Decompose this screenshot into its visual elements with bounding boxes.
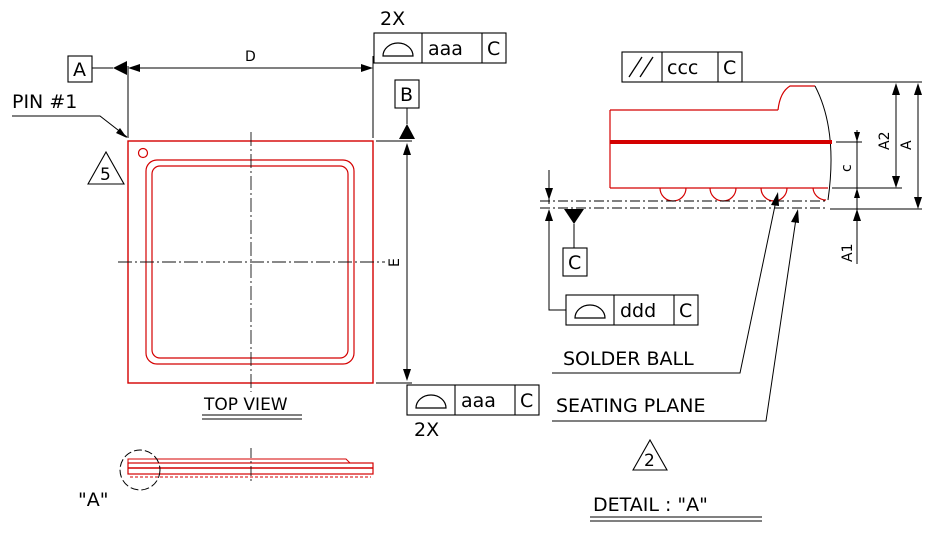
datum-a-label: A [73,59,86,81]
dim-e-arrow-bottom [403,369,411,381]
fcf-top-value: aaa [428,38,463,60]
datum-c-arrow-top [545,188,553,200]
solder-ball-partial [812,187,827,201]
fcf-ddd-leader [548,212,566,311]
fcf-ddd-datum: C [679,300,692,322]
datum-c-label: C [568,252,581,274]
detail-a-callout-label: "A" [78,489,108,511]
pin1-marker [137,147,149,159]
side-view: "A" [78,448,374,511]
dim-c-arrow-bottom [854,188,860,198]
fcf-top-datum: C [487,38,500,60]
note-2-number: 2 [644,451,655,471]
seating-plane-leader-arrow [791,209,799,223]
dim-a-arrow-bottom [914,197,922,209]
dim-c-label: c [839,164,855,172]
fcf-bottom-datum: C [520,390,533,412]
top-view: D A PIN #1 5 2X aaa C B [12,8,540,441]
seating-plane-label: SEATING PLANE [556,395,705,417]
solder-ball [760,187,788,202]
detail-a: ccc C c A2 A A1 C [540,51,922,522]
detail-title: DETAIL : "A" [593,494,708,516]
pin1-label: PIN #1 [12,91,77,113]
top-view-caption: TOP VIEW [203,395,288,415]
fcf-ddd-value: ddd [620,300,656,322]
fcf-parallel-value: ccc [667,57,698,79]
dim-c-arrow-top [854,132,860,142]
datum-b-triangle [399,124,415,139]
detail-break-line [814,85,832,201]
profile-symbol-icon [382,42,414,57]
dim-d-arrow-right [361,64,373,72]
parallelism-icon [628,56,643,78]
dim-a2-label: A2 [877,132,893,150]
solder-ball-label: SOLDER BALL [563,348,694,370]
dim-a1-label: A1 [840,244,856,262]
datum-a-box [67,55,93,83]
fcf-bottom-value: aaa [461,390,496,412]
detail-a-callout-circle [119,449,161,491]
pin1-leader-arrow [116,128,127,138]
fcf-ddd-leader-arrow [545,209,553,221]
profile-symbol-icon [415,394,447,409]
dim-a2-arrow-bottom [892,176,900,188]
solder-ball [709,187,737,202]
note-2-triangle [632,438,668,471]
datum-b-label: B [400,84,413,106]
side-lid-profile [127,458,351,464]
datum-c-box [562,247,588,277]
fcf-ddd: ddd C [565,294,699,326]
pin1-leader [12,115,128,138]
two-x-top-label: 2X [380,8,405,30]
note-5-triangle [87,150,125,185]
solder-ball [659,187,687,202]
parallelism-icon [639,56,654,78]
profile-symbol-icon [574,304,606,319]
detail-lid-bump [777,85,815,111]
fcf-parallelism: ccc C [621,51,743,83]
note-5-number: 5 [100,165,111,185]
fcf-top: aaa C [373,32,507,64]
dim-e-arrow-top [403,143,411,155]
dim-e-label: E [387,258,403,267]
dim-a2-arrow-top [892,83,900,95]
solder-ball-leader-arrow [771,192,779,206]
datum-a-triangle [113,61,127,75]
fcf-parallel-datum: C [723,57,736,79]
dim-a-label: A [899,140,915,150]
solder-ball-leader [552,195,778,374]
seating-plane-leader [552,211,798,422]
fcf-bottom: aaa C [406,384,540,416]
datum-c-triangle [564,209,584,224]
two-x-bottom-label: 2X [414,419,439,441]
dim-a-arrow-top [914,83,922,95]
dim-d-label: D [245,49,256,65]
dim-a1-arrow [853,209,861,221]
dim-d-arrow-left [128,64,140,72]
